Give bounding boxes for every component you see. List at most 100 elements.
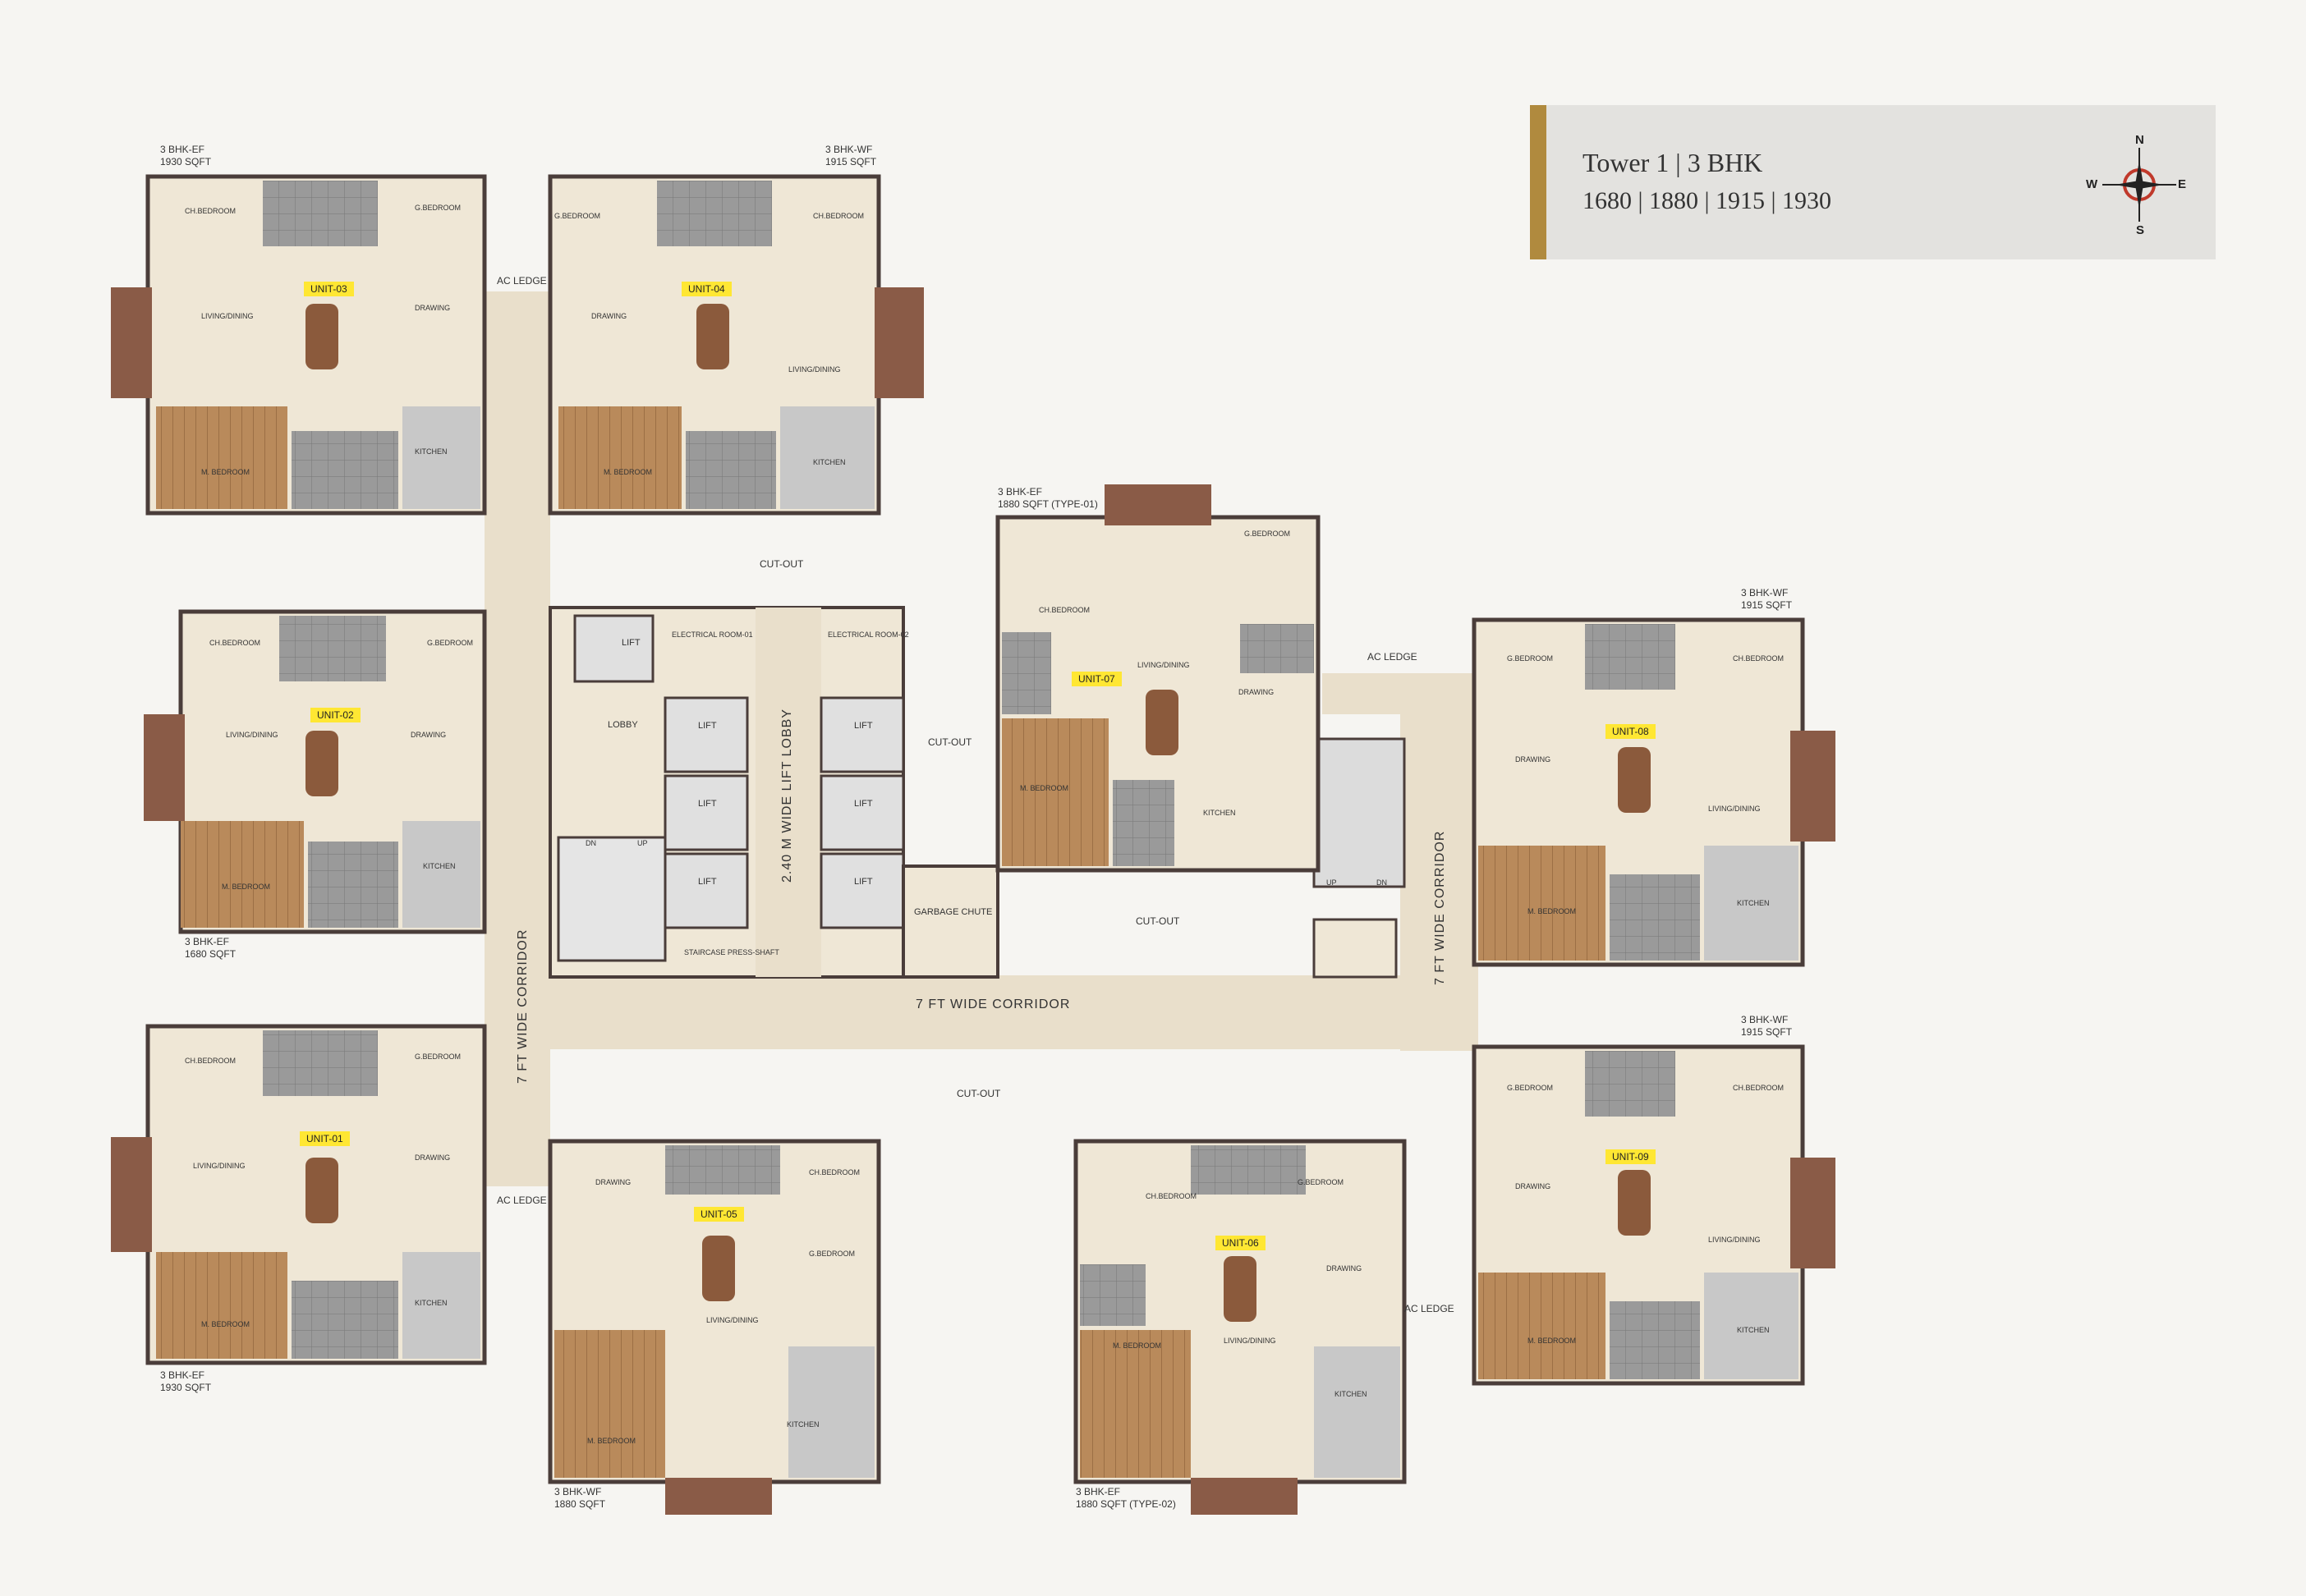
garbage-chute-label: GARBAGE CHUTE (914, 907, 993, 917)
electrical-room-label: ELECTRICAL ROOM-02 (828, 631, 909, 639)
room-label: KITCHEN (415, 447, 448, 456)
unit-04-shape (548, 174, 924, 516)
room-label: KITCHEN (1737, 1326, 1770, 1334)
room-label: M. BEDROOM (1527, 1337, 1577, 1345)
lift-label: LIFT (698, 721, 717, 731)
lift-label: LIFT (698, 877, 717, 887)
lift-lobby-label: 2.40 M WIDE LIFT LOBBY (780, 709, 794, 883)
lift-label: LIFT (854, 877, 873, 887)
room-label: KITCHEN (423, 862, 456, 870)
room-label: G.BEDROOM (554, 212, 601, 220)
room-label: CH.BEDROOM (813, 212, 865, 220)
unit-05-shape (548, 1139, 881, 1515)
up-label: UP (1326, 878, 1337, 887)
room-label: DRAWING (415, 304, 451, 312)
unit-03-shape (111, 174, 487, 516)
room-label: DRAWING (411, 731, 447, 739)
cut-out-label: CUT-OUT (760, 558, 804, 570)
room-label: CH.BEDROOM (185, 207, 237, 215)
room-label: KITCHEN (787, 1420, 820, 1429)
dn-label: DN (1376, 878, 1387, 887)
compass-e: E (2178, 177, 2187, 191)
room-label: CH.BEDROOM (809, 1168, 861, 1176)
room-label: LIVING/DINING (1708, 1236, 1761, 1244)
unit-02-tag: UNIT-02 (310, 708, 361, 722)
unit-sizes: 1680 | 1880 | 1915 | 1930 (1583, 187, 1832, 214)
room-label: M. BEDROOM (222, 883, 271, 891)
room-label: G.BEDROOM (427, 639, 474, 647)
room-label: G.BEDROOM (1507, 1084, 1554, 1092)
unit-06-shape (1073, 1139, 1407, 1515)
title-card: Tower 1 | 3 BHK 1680 | 1880 | 1915 | 193… (1530, 105, 2216, 259)
room-label: LIVING/DINING (201, 312, 254, 320)
cut-out-label: CUT-OUT (1136, 915, 1180, 927)
room-label: G.BEDROOM (1298, 1178, 1344, 1186)
room-label: CH.BEDROOM (1039, 606, 1091, 614)
core (549, 606, 1406, 979)
room-label: KITCHEN (1334, 1390, 1367, 1398)
unit-09-shape (1472, 1044, 1835, 1386)
room-label: KITCHEN (1737, 899, 1770, 907)
room-label: M. BEDROOM (1020, 784, 1069, 792)
room-label: G.BEDROOM (1507, 654, 1554, 663)
lift-label: LIFT (854, 721, 873, 731)
room-label: DRAWING (591, 312, 627, 320)
room-label: M. BEDROOM (1113, 1341, 1162, 1350)
compass-s: S (2136, 223, 2145, 237)
cut-out-label: CUT-OUT (928, 736, 972, 748)
unit-08-shape (1472, 617, 1835, 967)
unit-06-tag: UNIT-06 (1215, 1236, 1266, 1250)
room-label: CH.BEDROOM (1733, 654, 1785, 663)
lift-label: LIFT (698, 799, 717, 809)
room-label: LIVING/DINING (1708, 805, 1761, 813)
room-label: LIVING/DINING (788, 365, 841, 374)
unit-01-tag: UNIT-01 (300, 1131, 350, 1146)
compass-icon: N S E W (2086, 131, 2193, 238)
unit-01-shape (111, 1024, 487, 1365)
compass-n: N (2135, 133, 2144, 147)
room-label: CH.BEDROOM (185, 1057, 237, 1065)
unit-08-tag: UNIT-08 (1605, 724, 1656, 739)
dining-tables (305, 304, 1651, 1322)
page-title: Tower 1 | 3 BHK (1583, 148, 1763, 177)
room-label: KITCHEN (813, 458, 846, 466)
corridors (485, 291, 1478, 1186)
room-label: G.BEDROOM (415, 204, 462, 212)
unit-02-shape (144, 609, 487, 934)
room-label: DRAWING (415, 1153, 451, 1162)
room-label: KITCHEN (1203, 809, 1236, 817)
room-label: M. BEDROOM (1527, 907, 1577, 915)
ac-ledge-label: AC LEDGE (497, 275, 547, 287)
room-label: CH.BEDROOM (1146, 1192, 1197, 1200)
room-label: CH.BEDROOM (1733, 1084, 1785, 1092)
room-label: DRAWING (595, 1178, 632, 1186)
room-label: LIVING/DINING (226, 731, 278, 739)
ac-ledge-label: AC LEDGE (497, 1195, 547, 1206)
room-label: LIVING/DINING (706, 1316, 759, 1324)
unit-07-tag: UNIT-07 (1072, 672, 1122, 686)
corridor-v-label: 7 FT WIDE CORRIDOR (516, 929, 530, 1084)
accent-bar (1530, 105, 1546, 259)
room-label: KITCHEN (415, 1299, 448, 1307)
room-label: LIVING/DINING (1224, 1337, 1276, 1345)
electrical-room-label: ELECTRICAL ROOM-01 (672, 631, 753, 639)
lobby-label: LOBBY (608, 720, 638, 730)
room-label: M. BEDROOM (201, 1320, 250, 1328)
room-label: M. BEDROOM (201, 468, 250, 476)
room-label: G.BEDROOM (809, 1250, 856, 1258)
room-label: DRAWING (1515, 755, 1551, 764)
corridor-h-label: 7 FT WIDE CORRIDOR (916, 998, 1071, 1011)
room-label: DRAWING (1515, 1182, 1551, 1190)
room-label: LIVING/DINING (193, 1162, 246, 1170)
dn-label: DN (586, 839, 596, 847)
room-label: M. BEDROOM (604, 468, 653, 476)
ac-ledge-label: AC LEDGE (1404, 1303, 1454, 1314)
room-label: DRAWING (1238, 688, 1275, 696)
